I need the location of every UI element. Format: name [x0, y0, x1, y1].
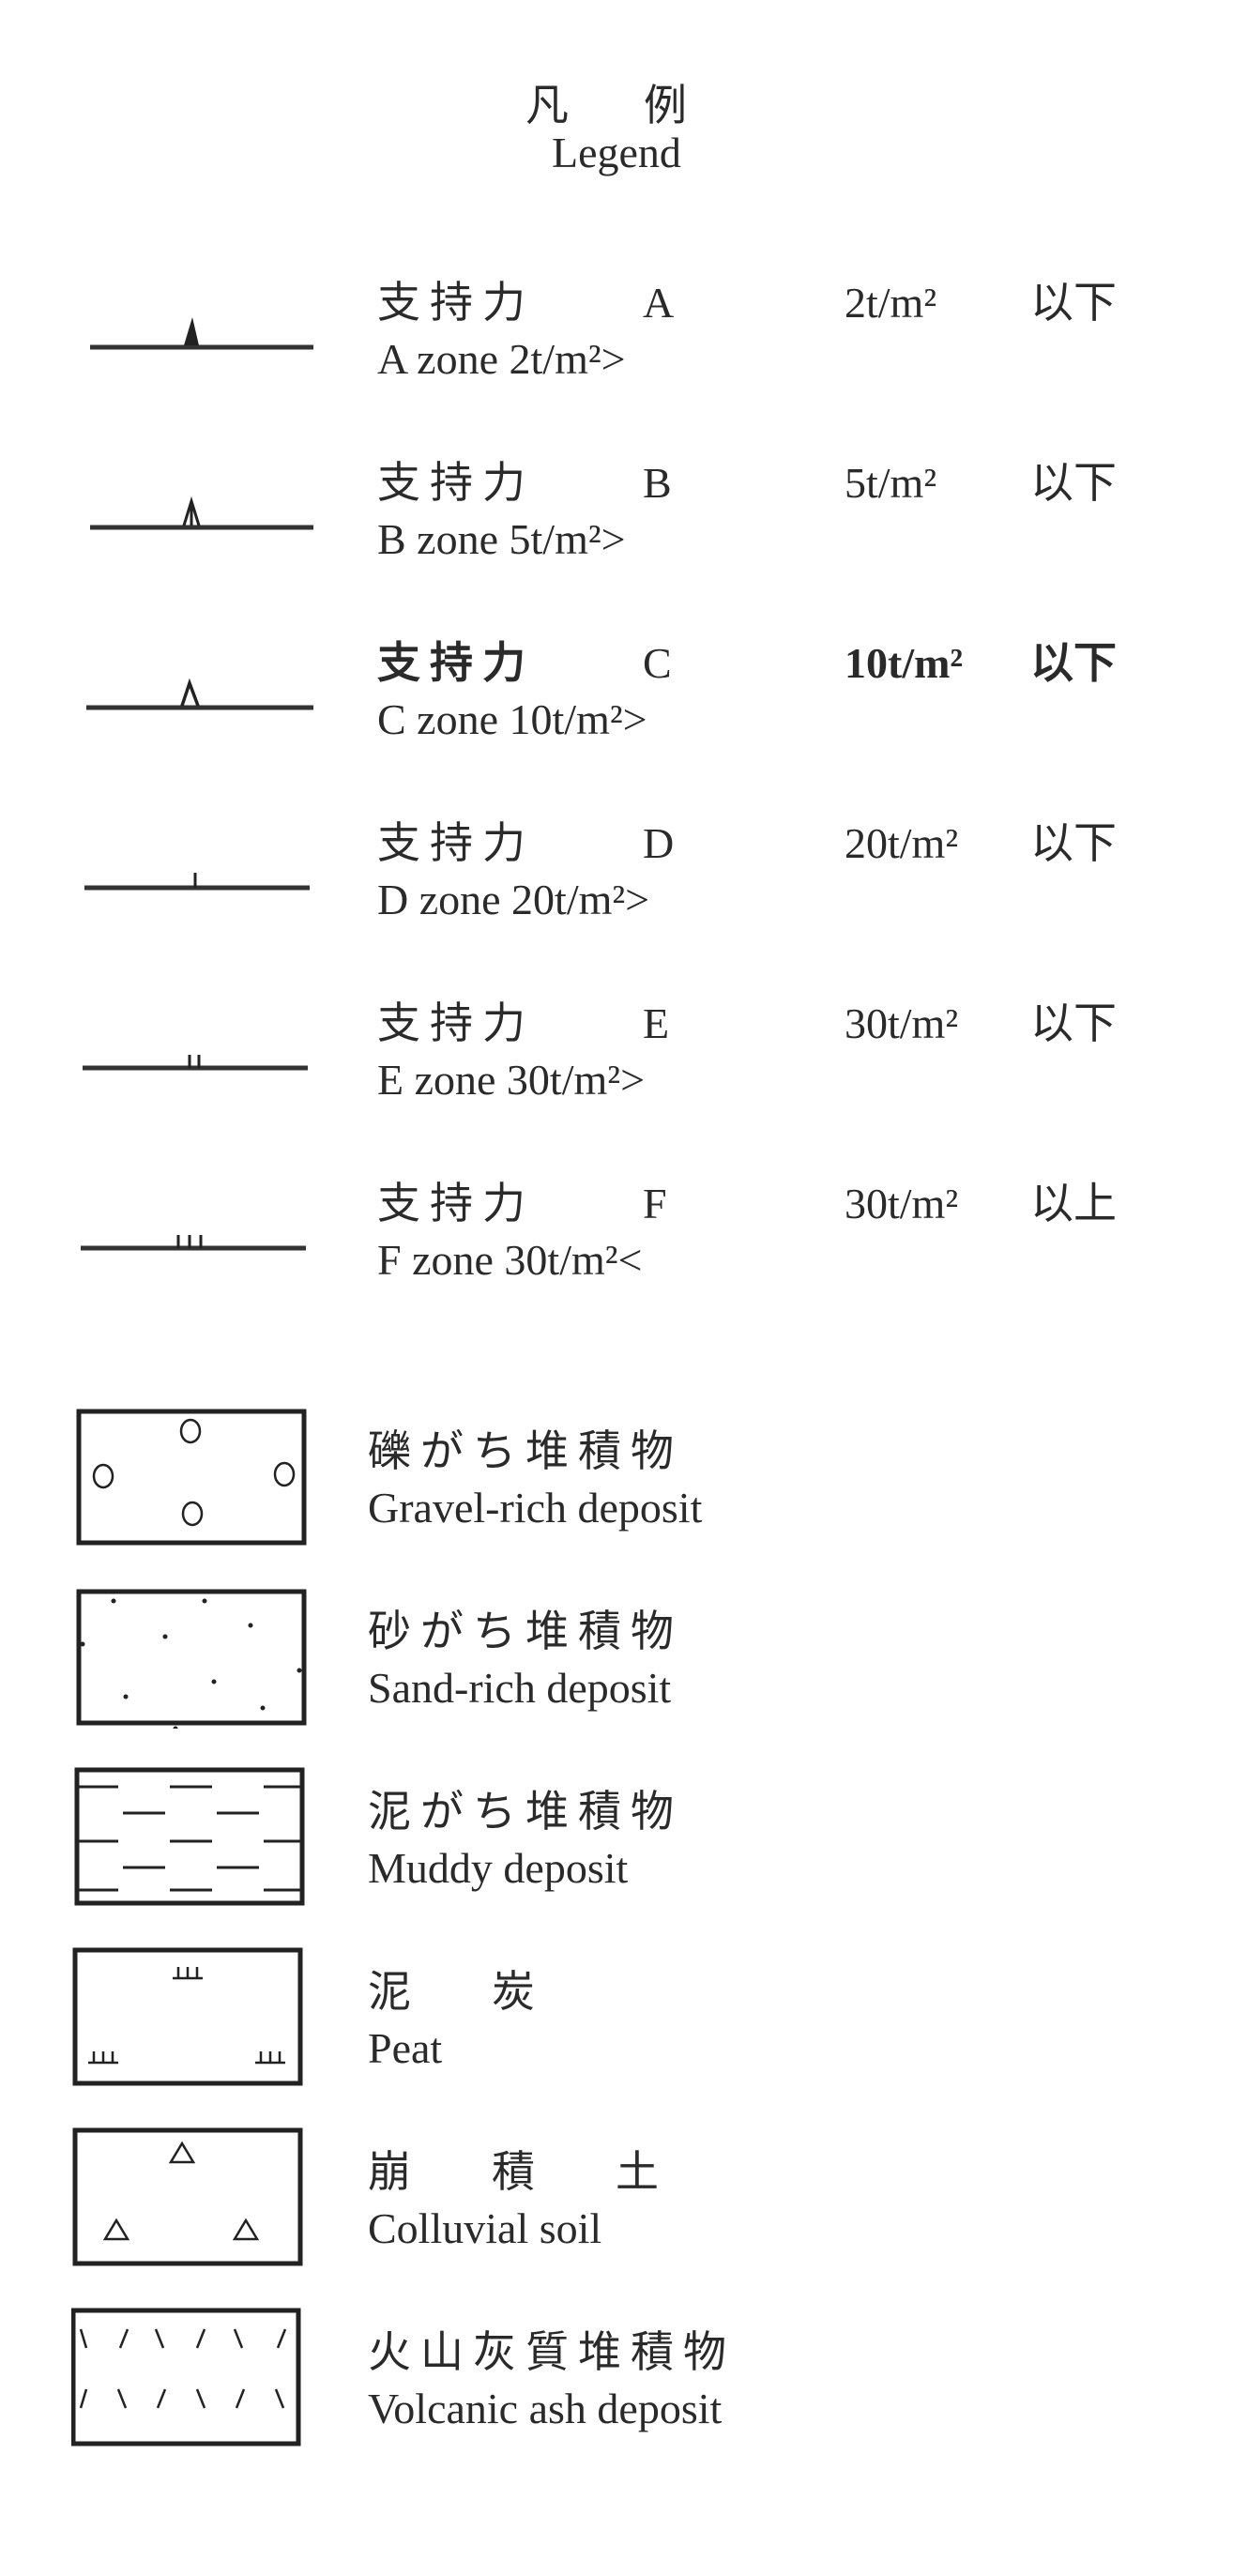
zone-row-c: 支持力 C 10t/m² 以下 C zone 10t/m²>: [0, 642, 1248, 820]
zone-limit: 以下: [1030, 819, 1117, 867]
deposit-label-jp: 砂がち堆積物: [368, 1608, 683, 1655]
zone-letter: D: [643, 819, 675, 867]
deposit-label-en: Muddy deposit: [368, 1844, 629, 1892]
zone-label: 支持力: [377, 279, 535, 327]
colluvial-pattern-icon: [72, 2127, 303, 2266]
zone-letter: A: [643, 279, 675, 327]
zone-value: 5t/m²: [845, 459, 937, 507]
deposit-label-jp: 火山灰質堆積物: [368, 2328, 736, 2376]
zone-letter: B: [643, 459, 672, 507]
title-en: Legend: [552, 129, 681, 176]
zone-en: F zone 30t/m²<: [377, 1236, 643, 1284]
zone-en: B zone 5t/m²>: [377, 515, 626, 563]
zone-value: 30t/m²: [845, 999, 959, 1047]
deposit-label-en: Peat: [368, 2024, 443, 2072]
zone-en: C zone 10t/m²>: [377, 695, 647, 743]
zone-en: D zone 20t/m²>: [377, 876, 650, 923]
zone-row-d: 支持力 D 20t/m² 以下 D zone 20t/m²>: [0, 822, 1248, 1000]
zone-label: 支持力: [377, 459, 535, 507]
volcanic-ash-pattern-icon: [71, 2308, 301, 2446]
sand-pattern-icon: [76, 1589, 307, 1729]
deposit-label-en: Sand-rich deposit: [368, 1664, 672, 1712]
zone-letter: E: [643, 999, 670, 1047]
zone-limit: 以下: [1030, 639, 1117, 687]
zone-d-symbol-icon: [84, 873, 310, 891]
deposit-label-jp: 崩 積 土: [368, 2148, 677, 2196]
zone-label: 支持力: [377, 999, 535, 1047]
deposit-label-jp: 礫がち堆積物: [368, 1427, 683, 1475]
zone-letter: F: [643, 1180, 667, 1227]
deposit-label-en: Gravel-rich deposit: [368, 1484, 703, 1532]
gravel-pattern-icon: [76, 1409, 307, 1546]
zone-row-a: 支持力 A 2t/m² 以下 A zone 2t/m²>: [0, 282, 1248, 460]
peat-pattern-icon: [72, 1947, 303, 2086]
zone-limit: 以下: [1030, 999, 1117, 1047]
zone-e-symbol-icon: [83, 1055, 308, 1071]
zone-a-symbol-icon: [90, 317, 313, 350]
zone-label: 支持力: [377, 1180, 535, 1227]
zone-row-f: 支持力 F 30t/m² 以上 F zone 30t/m²<: [0, 1182, 1248, 1361]
zone-en: A zone 2t/m²>: [377, 335, 626, 383]
deposit-label-en: Colluvial soil: [368, 2204, 602, 2252]
zone-value: 10t/m²: [845, 639, 964, 687]
zone-value: 30t/m²: [845, 1180, 959, 1227]
zone-label: 支持力: [377, 639, 535, 687]
zone-en: E zone 30t/m²>: [377, 1056, 646, 1104]
title-jp: 凡例: [525, 82, 762, 130]
zone-value: 2t/m²: [845, 279, 937, 327]
zone-b-symbol-icon: [90, 495, 313, 530]
zone-label: 支持力: [377, 819, 535, 867]
zone-row-e: 支持力 E 30t/m² 以下 E zone 30t/m²>: [0, 1002, 1248, 1181]
zone-limit: 以下: [1030, 459, 1117, 507]
zone-row-b: 支持力 B 5t/m² 以下 B zone 5t/m²>: [0, 462, 1248, 640]
zone-limit: 以上: [1030, 1180, 1117, 1227]
deposit-label-en: Volcanic ash deposit: [368, 2385, 723, 2432]
zone-limit: 以下: [1030, 279, 1117, 327]
zone-letter: C: [643, 639, 672, 687]
mud-pattern-icon: [74, 1767, 305, 1906]
deposit-label-jp: 泥がち堆積物: [368, 1788, 683, 1836]
zone-value: 20t/m²: [845, 819, 959, 867]
zone-c-symbol-icon: [86, 678, 313, 710]
deposit-label-jp: 泥 炭: [368, 1968, 554, 2016]
zone-f-symbol-icon: [81, 1235, 306, 1251]
